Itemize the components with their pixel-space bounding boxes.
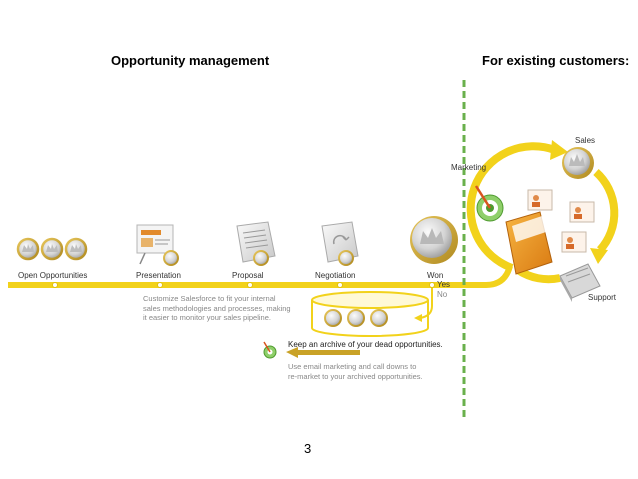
cycle-arrow-left <box>466 142 557 272</box>
negotiation-document-icon <box>321 221 359 266</box>
stage-label-won: Won <box>427 271 444 280</box>
contact-card-icon <box>527 189 553 211</box>
outcome-yes: Yes <box>437 280 451 289</box>
coin-icon <box>40 237 64 261</box>
cycle-label-support: Support <box>588 293 617 302</box>
cycle-arrow-right <box>593 169 619 253</box>
won-coin-icon <box>410 216 458 264</box>
heading-opportunity-management: Opportunity management <box>111 53 270 68</box>
archive-cylinder <box>311 291 429 337</box>
stage-label-negotiation: Negotiation <box>315 271 356 280</box>
note-line: it easier to monitor your sales pipeline… <box>143 313 271 322</box>
timeline-node <box>157 282 163 288</box>
timeline-node <box>52 282 58 288</box>
stage-label-open-opportunities: Open Opportunities <box>18 271 88 280</box>
timeline-node <box>247 282 253 288</box>
support-box-icon <box>559 263 601 302</box>
customer-cycle <box>466 140 619 284</box>
cycle-label-sales: Sales <box>575 136 596 145</box>
customize-note: Customize Salesforce to fit your interna… <box>143 294 291 323</box>
heading-existing-customers: For existing customers: <box>482 53 630 68</box>
page-number: 3 <box>304 441 312 456</box>
email-note: Use email marketing and call downs to re… <box>288 362 423 381</box>
contact-card-icon <box>569 201 595 223</box>
coin-icon <box>324 309 342 327</box>
no-branch-arrow <box>419 288 433 319</box>
coin-icon <box>347 309 365 327</box>
remarket-arrow <box>286 347 360 358</box>
target-icon <box>263 341 277 359</box>
note-line: Use email marketing and call downs to <box>288 362 417 371</box>
target-icon <box>474 185 504 222</box>
folder-icon <box>505 211 553 275</box>
cycle-label-marketing: Marketing <box>451 163 487 172</box>
presentation-board-icon <box>136 224 179 266</box>
stage-label-proposal: Proposal <box>232 271 264 280</box>
coin-icon <box>64 237 88 261</box>
coin-icon <box>16 237 40 261</box>
coin-icon <box>562 147 594 179</box>
note-line: re-market to your archived opportunities… <box>288 371 423 381</box>
stage-label-presentation: Presentation <box>136 271 181 280</box>
proposal-document-icon <box>236 221 276 266</box>
outcome-no: No <box>437 290 448 299</box>
timeline-node <box>337 282 343 288</box>
archive-note-title: Keep an archive of your dead opportuniti… <box>288 340 443 349</box>
note-line: sales methodologies and processes, makin… <box>143 303 291 313</box>
timeline-node <box>429 282 435 288</box>
coin-icon <box>370 309 388 327</box>
note-line: Customize Salesforce to fit your interna… <box>143 294 276 303</box>
contact-card-icon <box>561 231 587 253</box>
